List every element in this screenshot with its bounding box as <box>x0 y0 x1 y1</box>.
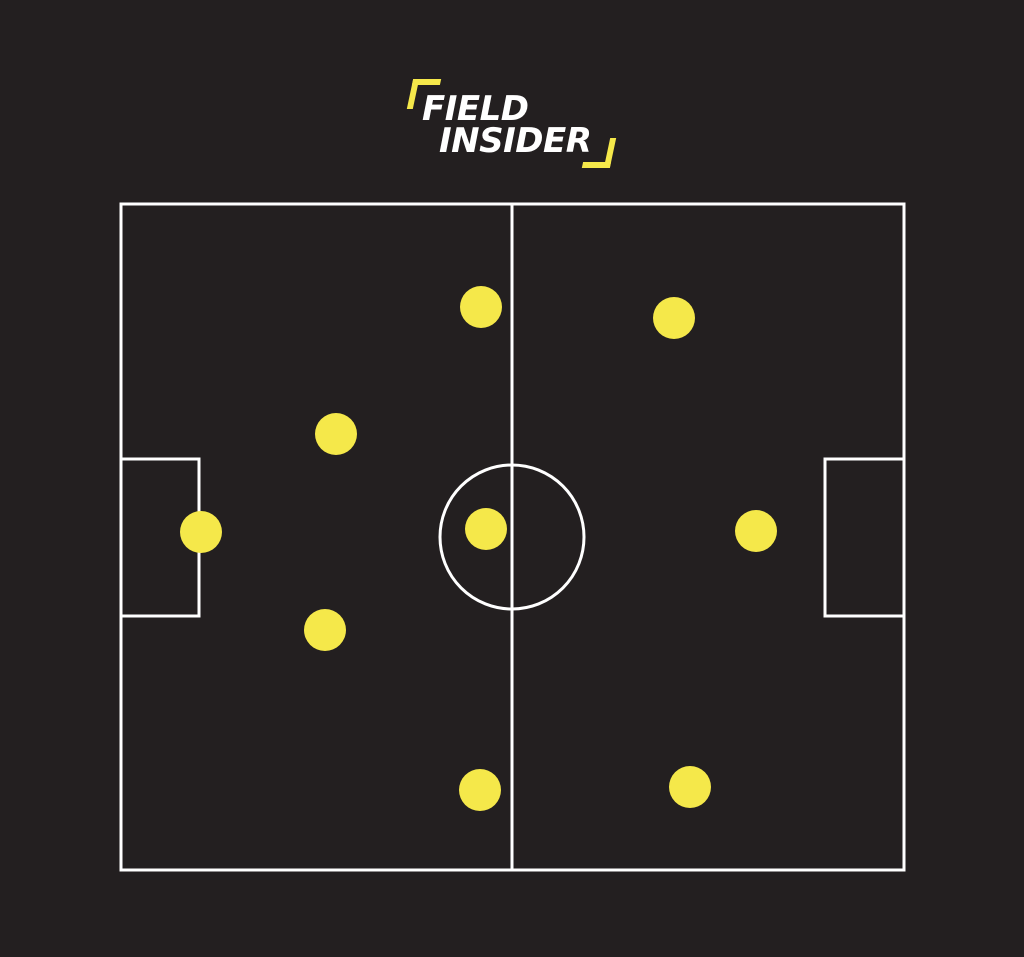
player-bottom-left-forward <box>459 769 501 811</box>
player-left-goalkeeper <box>180 511 222 553</box>
player-right-front <box>735 510 777 552</box>
right-goal-box <box>823 457 906 618</box>
player-left-lower-mid <box>304 609 346 651</box>
player-top-left-forward <box>460 286 502 328</box>
logo-line-1: FIELD <box>422 89 529 129</box>
player-left-upper-mid <box>315 413 357 455</box>
player-top-right <box>653 297 695 339</box>
center-circle <box>438 463 586 611</box>
field-insider-logo: FIELD INSIDER <box>405 74 620 174</box>
player-bottom-right <box>669 766 711 808</box>
logo-line-2: INSIDER <box>439 121 592 161</box>
player-center <box>465 508 507 550</box>
